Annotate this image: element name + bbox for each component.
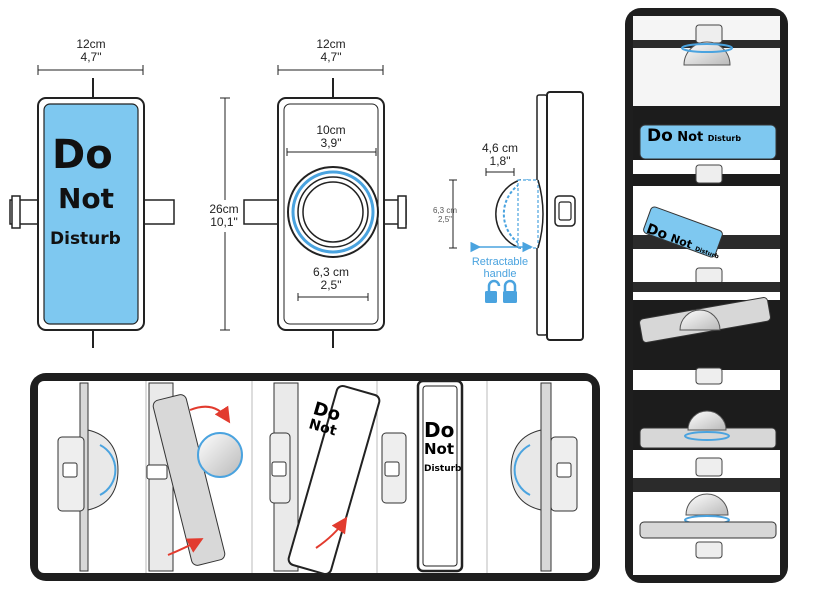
front-width-in: 4,7"	[80, 50, 102, 64]
sign-line-do: Do	[52, 132, 113, 178]
front-width-cm: 12cm	[76, 37, 106, 51]
unlock-icon	[485, 279, 501, 303]
seq-upright-disturb: Disturb	[424, 464, 462, 474]
strip-flat-disturb: Disturb	[707, 134, 742, 143]
knob-width-cm: 6,3 cm	[312, 265, 349, 279]
side-height-in: 2,5"	[438, 215, 452, 224]
side-depth-cm: 4,6 cm	[481, 141, 518, 155]
strip-flat-not: Not	[677, 130, 704, 145]
side-height-cm: 6,3 cm	[432, 206, 457, 215]
install-sequence-panel	[30, 373, 600, 581]
knob-width-in: 2,5"	[320, 278, 342, 292]
strip-sign-flat: Do Not Disturb	[647, 126, 767, 146]
inner-width-in: 3,9"	[320, 136, 342, 150]
back-view	[243, 65, 407, 348]
seq-upright-not: Not	[424, 440, 455, 458]
height-dimension	[205, 97, 245, 331]
sequence-sign-upright: Do Not Disturb	[424, 418, 462, 480]
back-width-in: 4,7"	[320, 50, 342, 64]
handle-label-line2: handle	[483, 268, 517, 280]
seq-upright-do: Do	[424, 418, 455, 442]
sign-line-not: Not	[58, 182, 115, 215]
side-depth-in: 1,8"	[489, 154, 511, 168]
side-view	[449, 91, 584, 341]
lock-icon	[503, 279, 517, 303]
back-width-cm: 12cm	[316, 37, 346, 51]
strip-flat-do: Do	[647, 126, 673, 146]
handle-label-line1: Retractable	[471, 256, 529, 268]
sign-line-disturb: Disturb	[50, 229, 121, 249]
rotation-strip	[625, 8, 788, 583]
front-view	[9, 65, 175, 348]
height-in: 10,1"	[210, 215, 238, 229]
height-cm: 26cm	[209, 202, 239, 216]
inner-width-cm: 10cm	[316, 123, 346, 137]
